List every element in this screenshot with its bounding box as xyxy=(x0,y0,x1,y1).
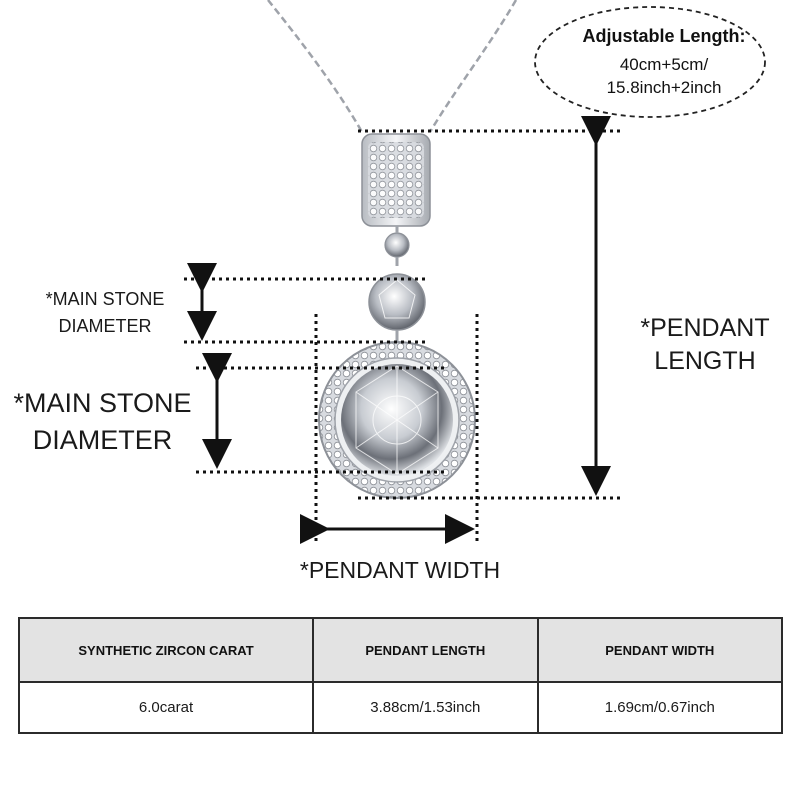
dimension-arrows xyxy=(187,116,611,544)
guide-lines xyxy=(184,129,620,542)
connector-stone xyxy=(384,226,410,266)
table-row: 6.0carat 3.88cm/1.53inch 1.69cm/0.67inch xyxy=(17,681,784,734)
callout-line-2: 15.8inch+2inch xyxy=(606,77,722,97)
accent-stone xyxy=(368,273,426,342)
adjustable-length-callout: Adjustable Length: 40cm+5cm/ 15.8inch+2i… xyxy=(528,6,800,118)
cell-pendant-length: 3.88cm/1.53inch xyxy=(312,681,539,734)
label-line: *MAIN STONE xyxy=(45,289,165,309)
pendant-length-label: *PENDANT LENGTH xyxy=(610,312,800,378)
spec-table: SYNTHETIC ZIRCON CARAT PENDANT LENGTH PE… xyxy=(17,617,784,734)
label-line: *MAIN STONE xyxy=(13,388,192,418)
pendant-width-label: *PENDANT WIDTH xyxy=(299,557,501,583)
cell-carat: 6.0carat xyxy=(17,681,315,734)
callout-ellipse xyxy=(534,6,766,118)
label-line: LENGTH xyxy=(654,347,756,375)
label-line: DIAMETER xyxy=(58,316,152,336)
table-header-row: SYNTHETIC ZIRCON CARAT PENDANT LENGTH PE… xyxy=(17,617,784,683)
main-stone-diameter-label-large: *MAIN STONE DIAMETER xyxy=(0,385,205,459)
pendant-bail xyxy=(361,133,431,227)
header-pendant-length: PENDANT LENGTH xyxy=(312,617,539,683)
label-line: DIAMETER xyxy=(32,425,173,455)
main-stone-diameter-label-small: *MAIN STONE DIAMETER xyxy=(10,286,200,340)
callout-title: Adjustable Length: xyxy=(582,25,746,46)
header-pendant-width: PENDANT WIDTH xyxy=(536,617,784,683)
header-carat: SYNTHETIC ZIRCON CARAT xyxy=(17,617,315,683)
chain xyxy=(267,0,518,133)
main-stone xyxy=(318,341,476,499)
label-line: *PENDANT xyxy=(640,314,770,342)
callout-line-1: 40cm+5cm/ xyxy=(619,54,709,74)
cell-pendant-width: 1.69cm/0.67inch xyxy=(536,681,784,734)
